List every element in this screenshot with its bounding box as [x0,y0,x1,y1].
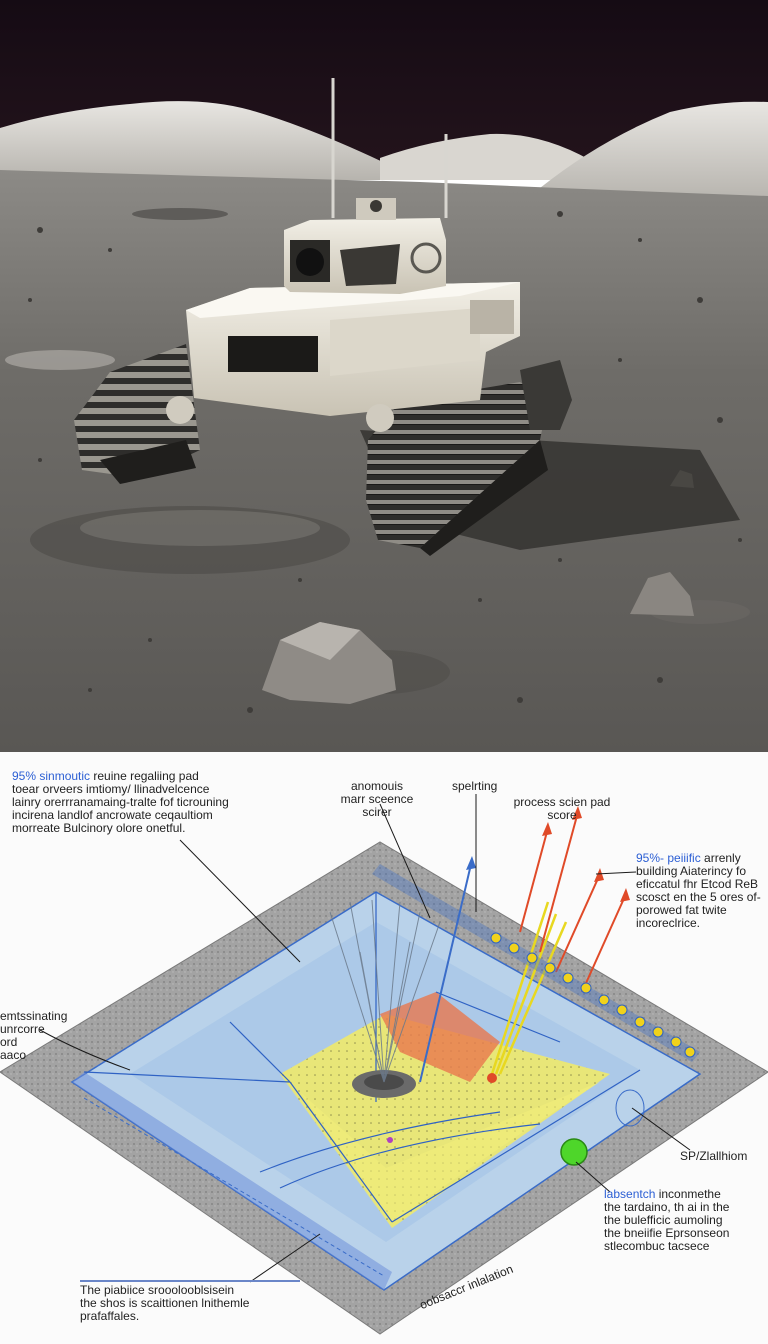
label-bottom-right: labsentch inconmethe the tardaino, th ai… [604,1188,764,1253]
wheel-hub [166,396,194,424]
green-sensor [560,1138,588,1166]
label-bottom-right-highlight: labsentch [604,1187,656,1201]
boulder-right [630,572,694,616]
label-right-text: arrenly building Aiaterincy fo eficcatul… [636,851,761,930]
crater [132,208,228,220]
wheel-hub [366,404,394,432]
edge-band [72,1072,392,1290]
structure-lines [83,892,641,1223]
label-bottom-right-text: inconmethe the tardaino, th ai in the th… [604,1187,730,1253]
lunar-scene-illustration [0,0,768,752]
pad-schematic [0,794,768,1335]
red-impact-zone [380,992,500,1082]
crater [80,510,320,546]
crater [5,350,115,370]
scattered-rocks [28,211,742,713]
edge-studs [372,864,700,1062]
chassis-panel [228,336,318,372]
label-top-left-text: reuine regaliing pad toear orveers imtio… [12,769,229,835]
landing-pad-diagram: 95% sinmoutic reuine regaliing pad toear… [0,752,768,1344]
label-anomaly: anomouis marr sceence scirer [340,779,414,819]
lunar-hill-middle [380,133,590,180]
crater [30,506,350,574]
red-rays [519,811,627,993]
ejecta-plume [329,899,441,1083]
right-track [366,382,548,548]
leader-lines [39,794,691,1283]
label-sp: SP/Zlallhiom [680,1149,748,1163]
label-bottom-caption: The piabiice srooolooblsisein the shos i… [80,1280,300,1323]
sensor-ring [615,1089,645,1127]
label-top-left-highlight: 95% sinmoutic [12,769,91,783]
lunar-hill-right [540,101,768,200]
label-right: 95%- peiiific arrenly building Aiaterinc… [636,852,768,930]
blue-ray [419,859,473,1083]
lunar-rover-photo [0,0,768,752]
rover [74,78,572,556]
lunar-hill-left [0,101,420,180]
impact-marker [487,1073,497,1083]
label-top-left: 95% sinmoutic reuine regaliing pad toear… [12,770,312,835]
label-right-highlight: 95%- peiiific [636,851,701,865]
label-sparkling: spelrting [452,779,498,793]
label-left-mid: emtssinating unrcorre ord aaco [0,1009,68,1062]
yellow-rays [490,901,568,1075]
label-process-score: process scien pad score [513,795,611,822]
